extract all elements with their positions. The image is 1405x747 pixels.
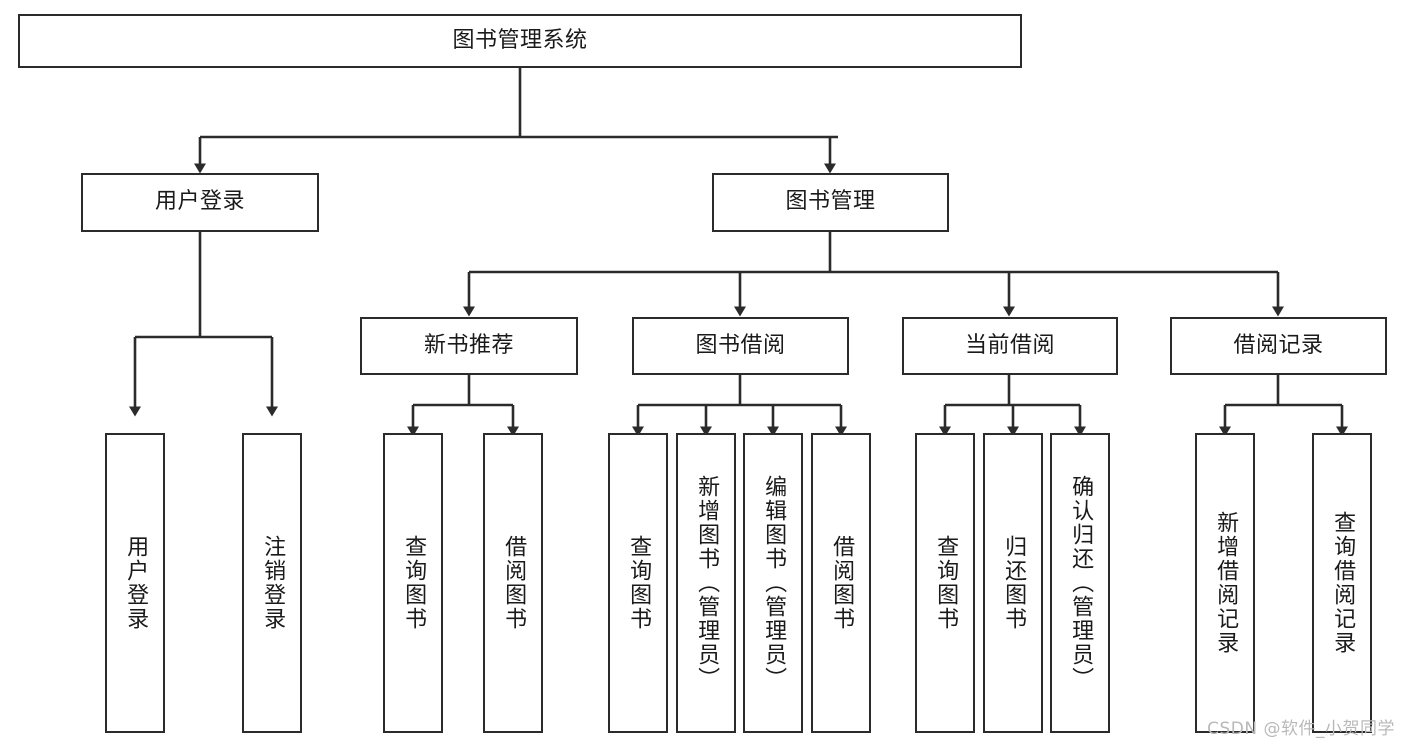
node-label: 查询借阅记录 xyxy=(1330,511,1356,655)
node-leaf-add-book-admin[interactable]: 新增图书（管理员） xyxy=(676,433,736,733)
node-label: 归还图书 xyxy=(1001,535,1027,631)
node-label: 图书借阅 xyxy=(695,332,786,358)
node-label: 查询图书 xyxy=(933,535,959,631)
node-leaf-return-book[interactable]: 归还图书 xyxy=(983,433,1043,733)
node-root-book-management-system[interactable]: 图书管理系统 xyxy=(18,14,1022,68)
node-current-borrow[interactable]: 当前借阅 xyxy=(902,317,1118,375)
node-new-book-recommend[interactable]: 新书推荐 xyxy=(360,317,578,375)
node-label: 借阅图书 xyxy=(829,535,855,631)
node-label: 查询图书 xyxy=(401,535,427,631)
node-leaf-query-borrow-record[interactable]: 查询借阅记录 xyxy=(1312,433,1372,733)
node-borrow-record[interactable]: 借阅记录 xyxy=(1170,317,1387,375)
node-label: 图书管理 xyxy=(785,189,876,215)
node-leaf-query-book-borrow[interactable]: 查询图书 xyxy=(608,433,668,733)
node-book-borrow[interactable]: 图书借阅 xyxy=(632,317,849,375)
node-label: 新书推荐 xyxy=(423,332,514,358)
node-leaf-query-book-recommend[interactable]: 查询图书 xyxy=(383,433,443,733)
watermark-text: CSDN @软件_小贺同学 xyxy=(1207,719,1395,739)
node-label: 确认归还（管理员） xyxy=(1068,475,1094,691)
node-label: 当前借阅 xyxy=(964,332,1055,358)
node-leaf-borrow-book-borrow[interactable]: 借阅图书 xyxy=(811,433,871,733)
node-label: 新增图书（管理员） xyxy=(694,475,720,691)
node-label: 借阅记录 xyxy=(1233,332,1324,358)
node-label: 用户登录 xyxy=(123,535,149,631)
node-leaf-edit-book-admin[interactable]: 编辑图书（管理员） xyxy=(743,433,803,733)
node-user-login[interactable]: 用户登录 xyxy=(81,173,319,232)
node-label: 注销登录 xyxy=(260,535,286,631)
node-leaf-logout-login[interactable]: 注销登录 xyxy=(242,433,302,733)
node-label: 新增借阅记录 xyxy=(1213,511,1239,655)
node-leaf-borrow-book-recommend[interactable]: 借阅图书 xyxy=(483,433,543,733)
node-leaf-add-borrow-record[interactable]: 新增借阅记录 xyxy=(1195,433,1255,733)
node-label: 用户登录 xyxy=(154,189,245,215)
node-label: 图书管理系统 xyxy=(452,27,588,53)
node-book-management[interactable]: 图书管理 xyxy=(712,173,949,232)
node-label: 编辑图书（管理员） xyxy=(761,475,787,691)
node-label: 借阅图书 xyxy=(501,535,527,631)
node-leaf-query-book-current[interactable]: 查询图书 xyxy=(915,433,975,733)
node-leaf-confirm-return-admin[interactable]: 确认归还（管理员） xyxy=(1050,433,1110,733)
node-label: 查询图书 xyxy=(626,535,652,631)
node-leaf-user-login[interactable]: 用户登录 xyxy=(105,433,165,733)
